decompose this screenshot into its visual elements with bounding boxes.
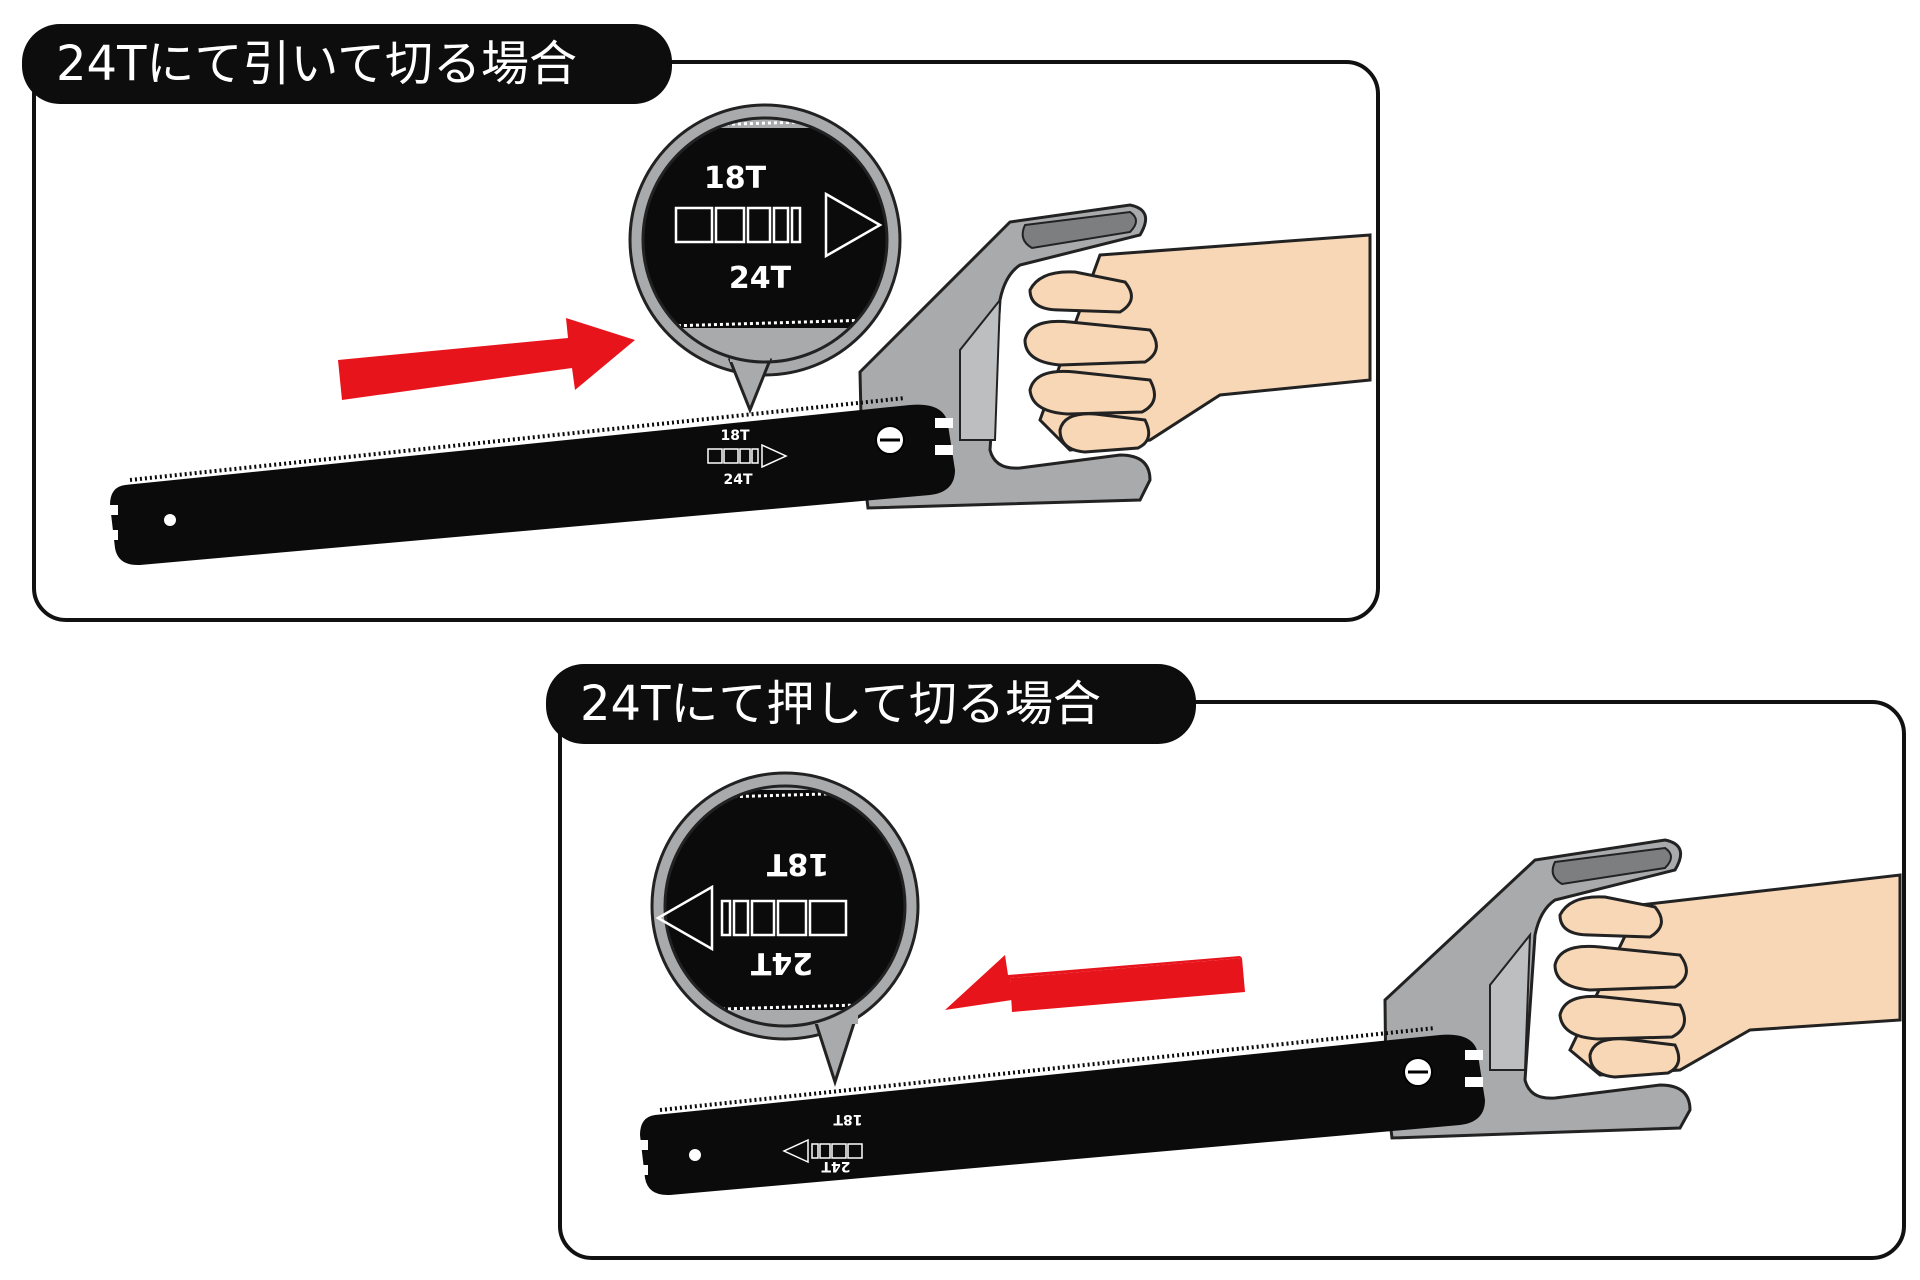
push-cut-illustration: 18T 24T 18T bbox=[630, 771, 1902, 1196]
blade-top-label: 18T bbox=[833, 1111, 862, 1127]
blade-bottom-label: 24T bbox=[821, 1158, 850, 1174]
blade-direction-arrow-icon bbox=[782, 1138, 863, 1164]
blade-direction-arrow-icon bbox=[707, 443, 788, 469]
saw-blade-icon: 18T 24T bbox=[630, 1026, 1485, 1196]
hand-icon bbox=[1023, 233, 1372, 454]
pull-direction-arrow-icon bbox=[338, 318, 635, 400]
blade-bottom-label: 24T bbox=[723, 472, 752, 488]
blade-top-label: 18T bbox=[720, 428, 749, 444]
push-direction-arrow-icon bbox=[945, 955, 1242, 1010]
zoom-bottom-label: 24T bbox=[729, 261, 792, 296]
zoom-callout: 18T 24T bbox=[628, 103, 902, 415]
zoom-direction-arrow-icon bbox=[655, 884, 848, 952]
zoom-top-label: 18T bbox=[704, 161, 767, 196]
zoom-bottom-label: 24T bbox=[750, 945, 813, 980]
hand-icon bbox=[1553, 873, 1902, 1079]
panel-push-cut-title: 24Tにて押して切る場合 bbox=[546, 664, 1196, 744]
zoom-top-label: 18T bbox=[766, 846, 829, 881]
pull-cut-illustration: 18T 24T 18T bbox=[100, 103, 1372, 566]
zoom-callout: 18T 24T bbox=[650, 771, 920, 1087]
zoom-direction-arrow-icon bbox=[674, 191, 883, 259]
saw-blade-icon: 18T 24T bbox=[100, 396, 955, 566]
panel-pull-cut-title: 24Tにて引いて切る場合 bbox=[22, 24, 672, 104]
